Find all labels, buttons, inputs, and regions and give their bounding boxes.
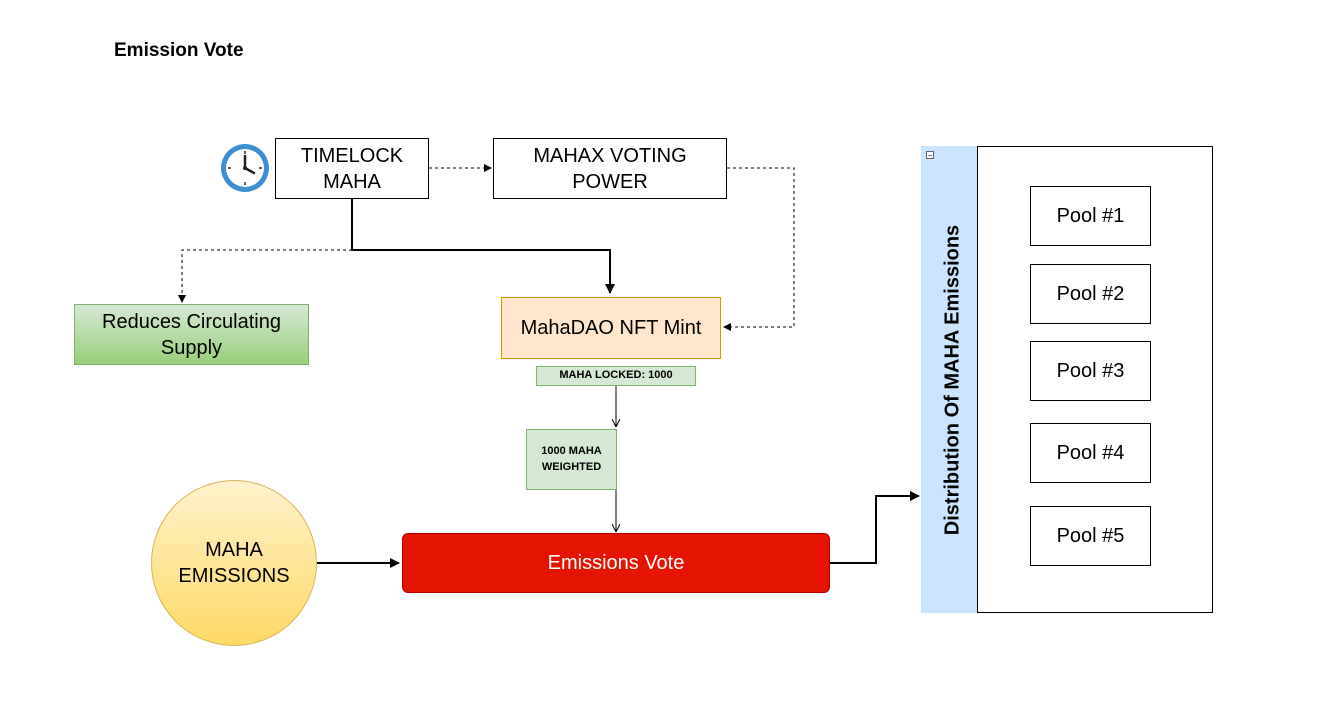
- voting-power-label: MAHAX VOTING POWER: [533, 144, 687, 193]
- edge-vote-distribution: [830, 491, 920, 564]
- maha-emissions-circle: MAHA EMISSIONS: [151, 480, 317, 646]
- pool-label: Pool #3: [1056, 360, 1125, 382]
- pool-label: Pool #5: [1056, 525, 1125, 547]
- pool-1: Pool #1: [1030, 186, 1151, 246]
- page-title: Emission Vote: [114, 40, 244, 61]
- emissions-vote-label: Emissions Vote: [547, 552, 685, 574]
- edge-voting-nft: [723, 167, 795, 331]
- pool-label: Pool #4: [1056, 442, 1125, 464]
- clock-icon: [221, 144, 269, 192]
- weighted-box: 1000 MAHA WEIGHTED: [526, 429, 617, 490]
- pool-4: Pool #4: [1030, 423, 1151, 483]
- maha-locked-label: MAHA LOCKED: 1000: [559, 369, 673, 382]
- pool-label: Pool #1: [1056, 205, 1125, 227]
- timelock-label: TIMELOCK MAHA: [300, 144, 404, 193]
- emissions-vote-box: Emissions Vote: [402, 533, 830, 593]
- nft-mint-label: MahaDAO NFT Mint: [520, 317, 702, 339]
- distribution-header: [921, 146, 978, 613]
- distribution-title: Distribution Of MAHA Emissions: [941, 224, 964, 536]
- timelock-maha-box: TIMELOCK MAHA: [275, 138, 429, 199]
- maha-emissions-label: MAHA EMISSIONS: [178, 539, 290, 587]
- edge-timelock-nft: [351, 199, 615, 294]
- maha-locked-box: MAHA LOCKED: 1000: [536, 366, 696, 386]
- reduces-supply-label: Reduces Circulating Supply: [102, 310, 281, 359]
- edge-timelock-supply: [178, 249, 352, 303]
- collapse-toggle[interactable]: −: [926, 151, 934, 160]
- pool-5: Pool #5: [1030, 506, 1151, 566]
- nft-mint-box: MahaDAO NFT Mint: [501, 297, 721, 359]
- mahax-voting-power-box: MAHAX VOTING POWER: [493, 138, 727, 199]
- weighted-label: 1000 MAHA WEIGHTED: [541, 445, 602, 473]
- pool-3: Pool #3: [1030, 341, 1151, 401]
- reduces-supply-box: Reduces Circulating Supply: [74, 304, 309, 365]
- pool-label: Pool #2: [1056, 283, 1125, 305]
- pool-2: Pool #2: [1030, 264, 1151, 324]
